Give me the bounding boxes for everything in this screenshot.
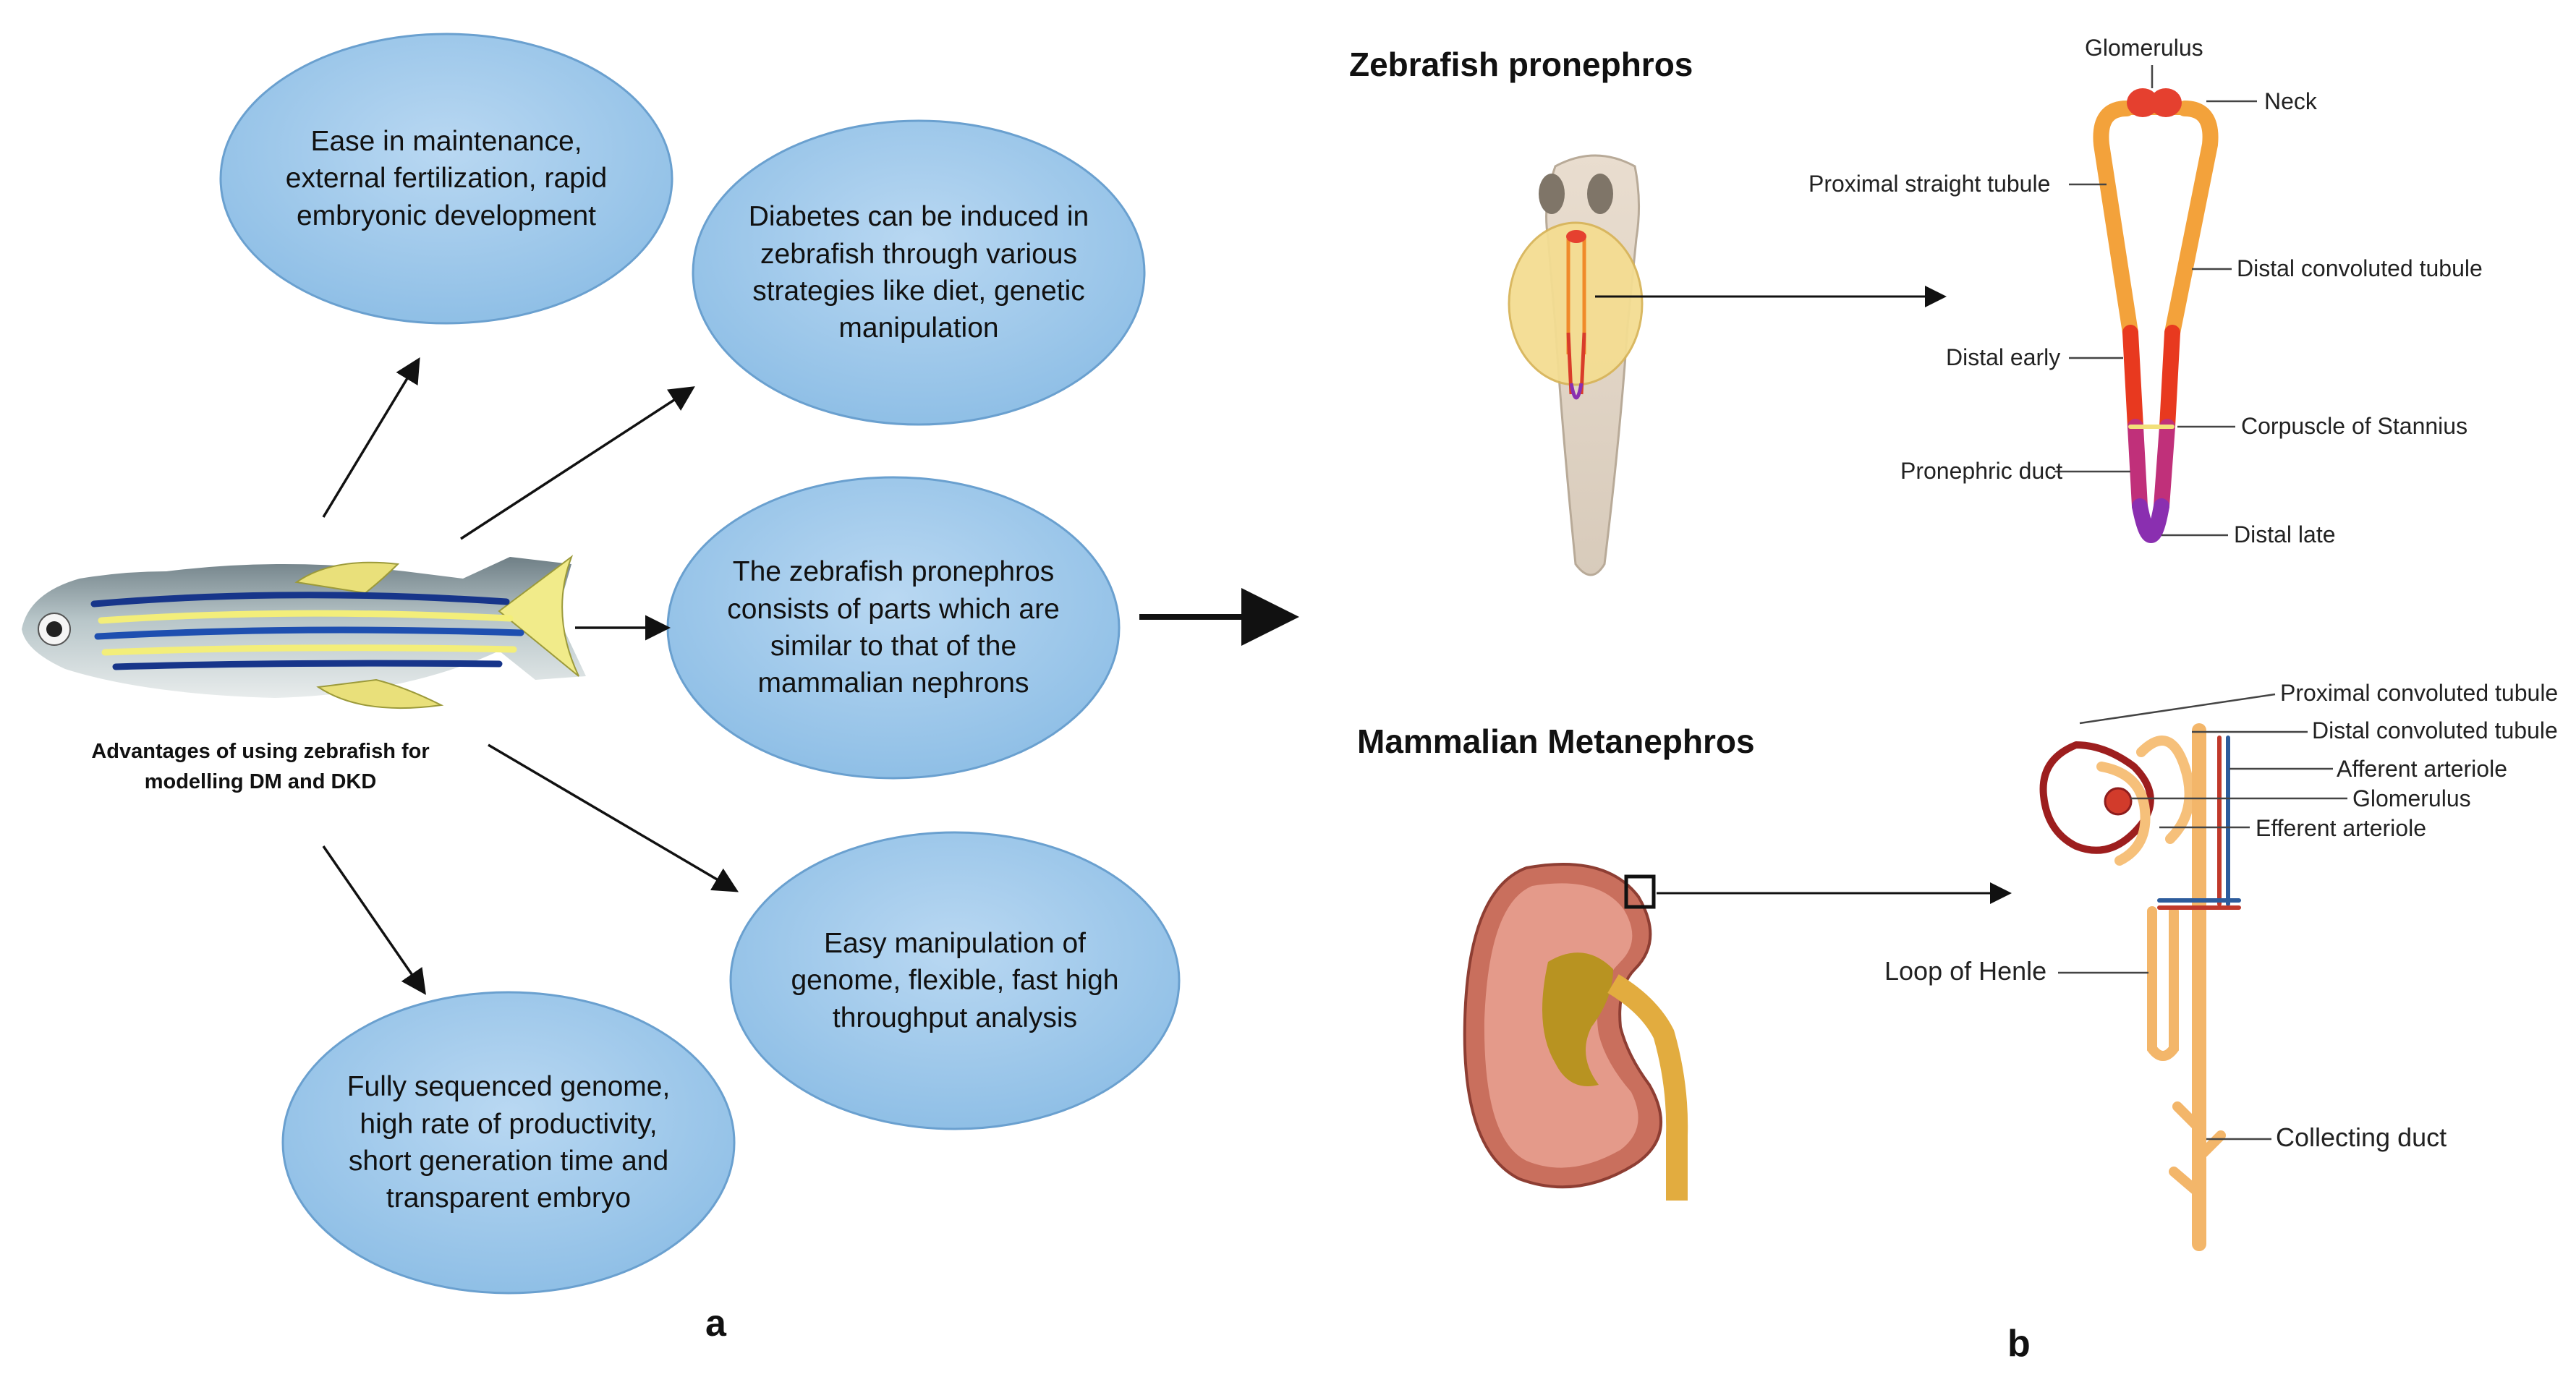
label-distal-early: Distal early bbox=[1946, 344, 2061, 370]
advantage-bubble-sequenced-genome: Fully sequenced genome, high rate of pro… bbox=[283, 992, 734, 1293]
advantage-text-sequenced-genome: Fully sequenced genome, high rate of pro… bbox=[347, 1071, 671, 1214]
zebrafish-pronephros-title: Zebrafish pronephros bbox=[1349, 46, 1693, 83]
mammalian-metanephros-title: Mammalian Metanephros bbox=[1357, 722, 1755, 760]
label-proximal-straight-tubule: Proximal straight tubule bbox=[1808, 171, 2051, 197]
kidney-zoom-box bbox=[1624, 874, 1656, 909]
nephron-leader-lines bbox=[2058, 693, 2347, 1141]
advantage-text-genome-manipulation: Easy manipulation of genome, flexible, f… bbox=[791, 927, 1119, 1033]
kidney-illustration bbox=[1463, 863, 1688, 1201]
nephron-illustration bbox=[2039, 723, 2241, 1251]
label-pronephric-duct: Pronephric duct bbox=[1900, 458, 2063, 484]
label-distal-late: Distal late bbox=[2234, 521, 2336, 547]
panel-letter-b: b bbox=[2007, 1323, 2031, 1365]
fish-caption: Advantages of using zebrafish for modell… bbox=[91, 740, 430, 794]
panel-a-arrows bbox=[322, 357, 739, 995]
advantage-bubble-diabetes: Diabetes can be induced in zebrafish thr… bbox=[693, 121, 1144, 425]
bubble-shape-4 bbox=[729, 831, 1181, 1130]
advantage-bubble-maintenance: Ease in maintenance, external fertilizat… bbox=[221, 34, 672, 323]
label-glomerulus-zebrafish: Glomerulus bbox=[2085, 35, 2203, 61]
advantage-text-maintenance: Ease in maintenance, external fertilizat… bbox=[285, 125, 608, 231]
glomerulus-shape bbox=[2127, 88, 2159, 117]
pronephros-tubule-diagram bbox=[2093, 101, 2219, 543]
advantage-bubble-pronephros: The zebrafish pronephros consists of par… bbox=[668, 477, 1119, 778]
zebrafish-illustration bbox=[22, 555, 586, 709]
label-neck: Neck bbox=[2264, 88, 2317, 114]
panel-letter-a: a bbox=[705, 1303, 726, 1344]
pronephros-leader-lines bbox=[2054, 65, 2257, 537]
label-afferent-arteriole: Afferent arteriole bbox=[2337, 756, 2507, 782]
label-efferent-arteriole: Efferent arteriole bbox=[2256, 815, 2426, 841]
label-loop-of-henle: Loop of Henle bbox=[1884, 956, 2047, 986]
label-glomerulus-mammal: Glomerulus bbox=[2352, 785, 2471, 811]
label-collecting-duct: Collecting duct bbox=[2276, 1122, 2447, 1152]
advantage-bubble-genome-manipulation: Easy manipulation of genome, flexible, f… bbox=[731, 832, 1179, 1129]
bubble-shape-5 bbox=[281, 991, 736, 1295]
label-distal-convoluted-tubule-zebrafish: Distal convoluted tubule bbox=[2237, 255, 2483, 281]
label-proximal-convoluted-tubule: Proximal convoluted tubule bbox=[2280, 680, 2559, 706]
bubble-shape-2 bbox=[692, 119, 1146, 426]
bubble-shape-1 bbox=[219, 33, 673, 325]
label-distal-convoluted-tubule-mammal: Distal convoluted tubule bbox=[2312, 717, 2558, 743]
advantage-text-pronephros: The zebrafish pronephros consists of par… bbox=[727, 556, 1060, 699]
label-corpuscle-of-stannius: Corpuscle of Stannius bbox=[2241, 413, 2468, 439]
zebrafish-embryo-illustration bbox=[1508, 154, 1644, 576]
advantage-text-diabetes: Diabetes can be induced in zebrafish thr… bbox=[748, 201, 1089, 344]
